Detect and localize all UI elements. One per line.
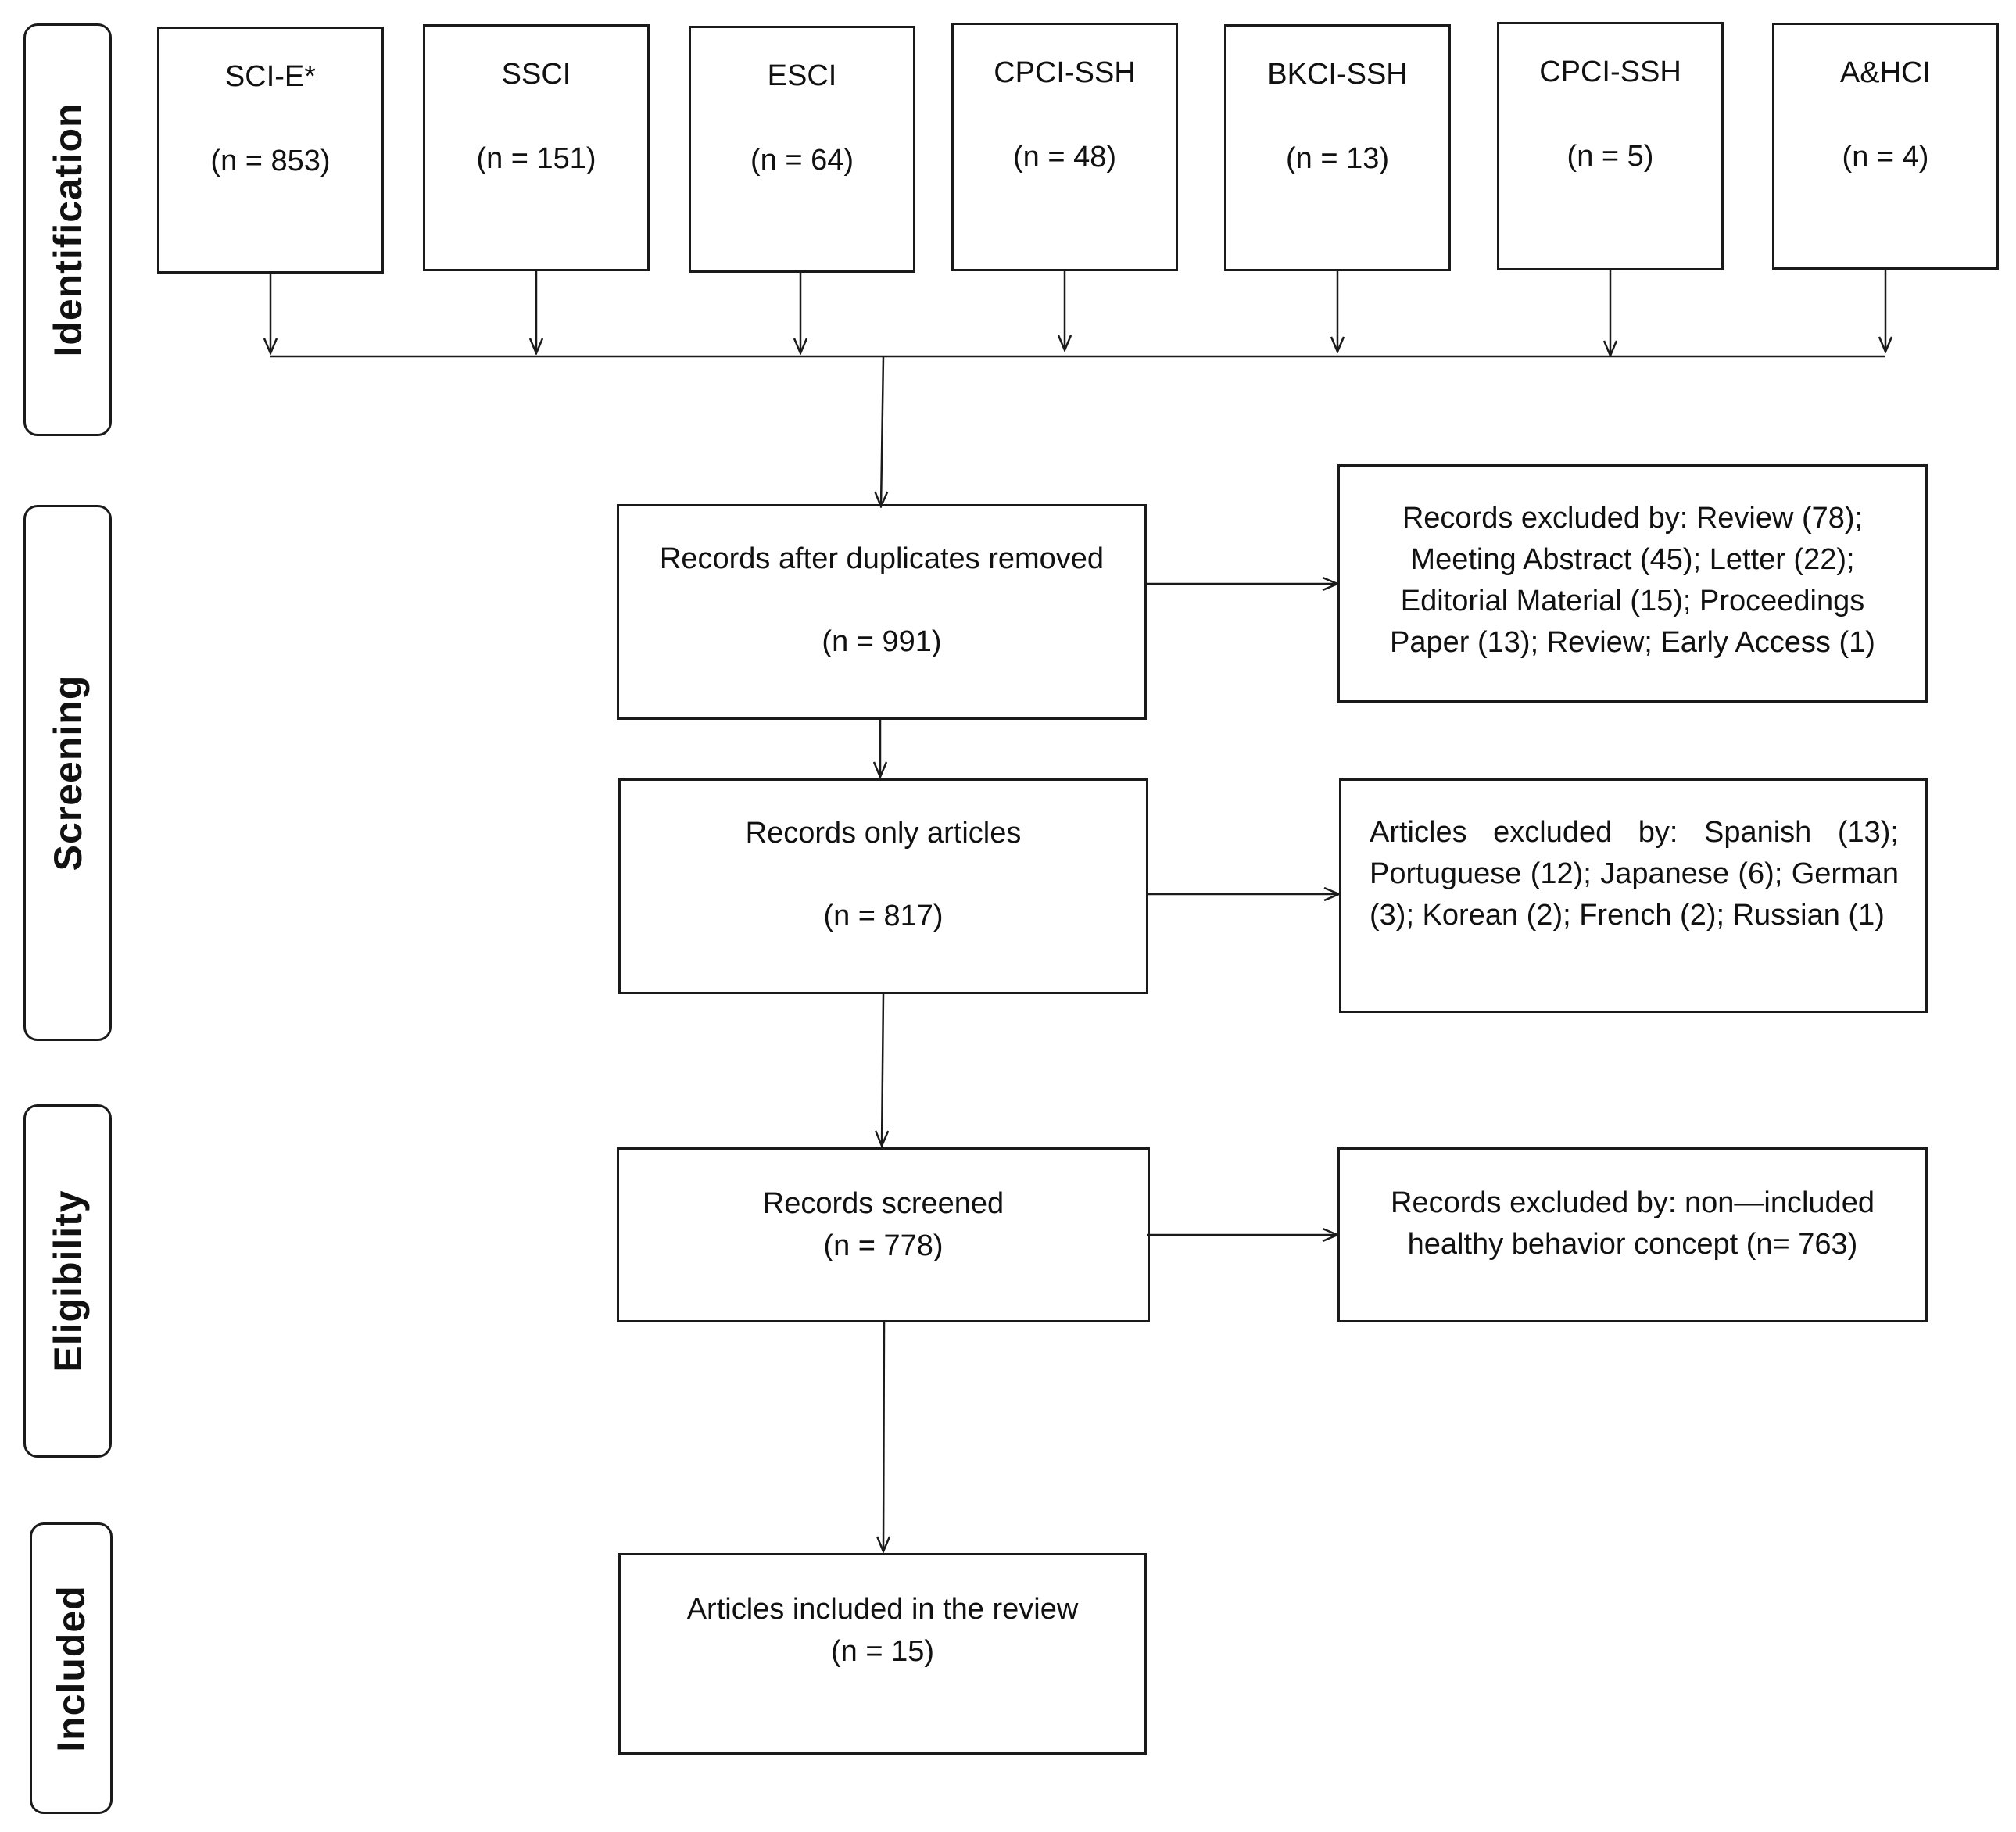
box-title: Articles included in the review — [686, 1593, 1079, 1626]
box-count: (n = 991) — [822, 625, 942, 658]
source-count: (n = 853) — [210, 145, 331, 177]
stage-screening: Screening — [23, 505, 112, 1041]
source-count: (n = 64) — [750, 144, 854, 177]
box-count: (n = 15) — [830, 1635, 935, 1668]
source-box-esci: ESCI (n = 64) — [689, 26, 915, 273]
source-title: CPCI-SSH — [1539, 55, 1681, 88]
source-box-bkci-ssh: BKCI-SSH (n = 13) — [1224, 24, 1451, 271]
box-count: (n = 778) — [823, 1229, 944, 1262]
source-count: (n = 48) — [1012, 141, 1117, 174]
arrow-to-duplicates — [881, 356, 883, 506]
source-count: (n = 13) — [1285, 142, 1390, 175]
exclusion-text: Articles excluded by: Spanish (13); Port… — [1370, 816, 1899, 932]
arrow-to-included — [883, 1322, 884, 1551]
exclusion-text: Records excluded by: Review (78); Meetin… — [1363, 498, 1902, 664]
source-box-cpci-ssh: CPCI-SSH (n = 48) — [951, 23, 1178, 271]
source-title: ESCI — [767, 59, 837, 92]
exclusion-line: Records excluded by: non—included — [1391, 1186, 1875, 1219]
source-box-ahci: A&HCI (n = 4) — [1772, 23, 1999, 270]
exclusion-line: Records excluded by: Review (78); — [1402, 502, 1864, 535]
exclusion-line: Editorial Material (15); Proceedings — [1400, 585, 1865, 617]
source-count: (n = 4) — [1842, 141, 1929, 174]
source-title: A&HCI — [1839, 56, 1932, 89]
box-excluded-by-type: Records excluded by: Review (78); Meetin… — [1337, 464, 1928, 703]
box-title: Records only articles — [745, 817, 1022, 850]
box-only-articles: Records only articles (n = 817) — [618, 778, 1148, 994]
arrow-to-screened — [882, 993, 883, 1146]
stage-eligibility: Eligibility — [23, 1104, 112, 1458]
exclusion-line: Meeting Abstract (45); Letter (22); — [1410, 543, 1855, 576]
box-included: Articles included in the review (n = 15) — [618, 1553, 1147, 1755]
stage-included: Included — [30, 1522, 113, 1814]
source-title: SCI-E* — [224, 60, 317, 93]
source-title: SSCI — [501, 58, 571, 91]
box-excluded-by-language: Articles excluded by: Spanish (13); Port… — [1339, 778, 1928, 1013]
box-excluded-by-concept: Records excluded by: non—included health… — [1337, 1147, 1928, 1322]
exclusion-text: Records excluded by: non—included health… — [1363, 1183, 1902, 1265]
source-box-sci-e: SCI-E* (n = 853) — [157, 27, 384, 274]
source-box-ssci: SSCI (n = 151) — [423, 24, 650, 271]
source-title: CPCI-SSH — [994, 56, 1136, 89]
stage-identification: Identification — [23, 23, 112, 436]
box-count: (n = 817) — [823, 900, 944, 932]
source-count: (n = 151) — [476, 142, 596, 175]
exclusion-line: Paper (13); Review; Early Access (1) — [1390, 626, 1875, 659]
box-title: Records after duplicates removed — [659, 542, 1105, 575]
source-title: BKCI-SSH — [1267, 58, 1408, 91]
source-count: (n = 5) — [1567, 140, 1654, 173]
box-duplicates-removed: Records after duplicates removed (n = 99… — [617, 504, 1147, 720]
box-title: Records screened — [762, 1187, 1004, 1220]
box-records-screened: Records screened (n = 778) — [617, 1147, 1150, 1322]
exclusion-line: healthy behavior concept (n= 763) — [1407, 1228, 1858, 1261]
source-box-cpci-ssh-2: CPCI-SSH (n = 5) — [1497, 22, 1724, 270]
